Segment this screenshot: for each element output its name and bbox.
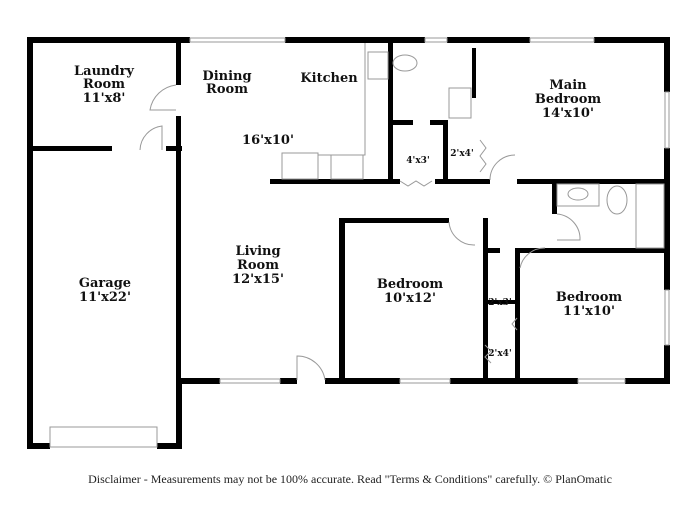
dining-name2: Room: [206, 82, 248, 97]
garage-name: Garage: [79, 276, 131, 291]
kitchen-size: 16'x10': [242, 133, 294, 148]
main-bedroom-name: Main: [549, 78, 587, 93]
fixtures: [139, 43, 665, 381]
kitchen-name: Kitchen: [300, 71, 358, 86]
closet-d-size: 2'x4': [488, 349, 511, 359]
room-labels: Laundry Room 11'x8' Dining Room Kitchen …: [74, 64, 622, 359]
main-bedroom-size: 14'x10': [542, 106, 594, 121]
garage-size: 11'x22': [79, 290, 131, 305]
closet-b-size: 2'x4': [450, 149, 473, 159]
living-name: Living: [235, 244, 280, 259]
closet-a-size: 4'x3': [406, 156, 429, 166]
bedroom2-name: Bedroom: [556, 290, 623, 305]
bedroom2-size: 11'x10': [563, 304, 615, 319]
laundry-size: 11'x8': [83, 91, 126, 106]
laundry-name2: Room: [83, 77, 125, 92]
bedroom1-name: Bedroom: [377, 277, 444, 292]
closet-c-size: 2'x3': [488, 298, 511, 308]
walls: [27, 37, 670, 449]
bedroom1-size: 10'x12': [384, 291, 436, 306]
laundry-name: Laundry: [74, 64, 134, 79]
dining-name: Dining: [202, 69, 251, 84]
living-size: 12'x15': [232, 272, 284, 287]
main-bedroom-name2: Bedroom: [535, 92, 602, 107]
windows: [49, 37, 670, 448]
disclaimer: Disclaimer - Measurements may not be 100…: [88, 472, 612, 486]
living-name2: Room: [237, 258, 279, 273]
